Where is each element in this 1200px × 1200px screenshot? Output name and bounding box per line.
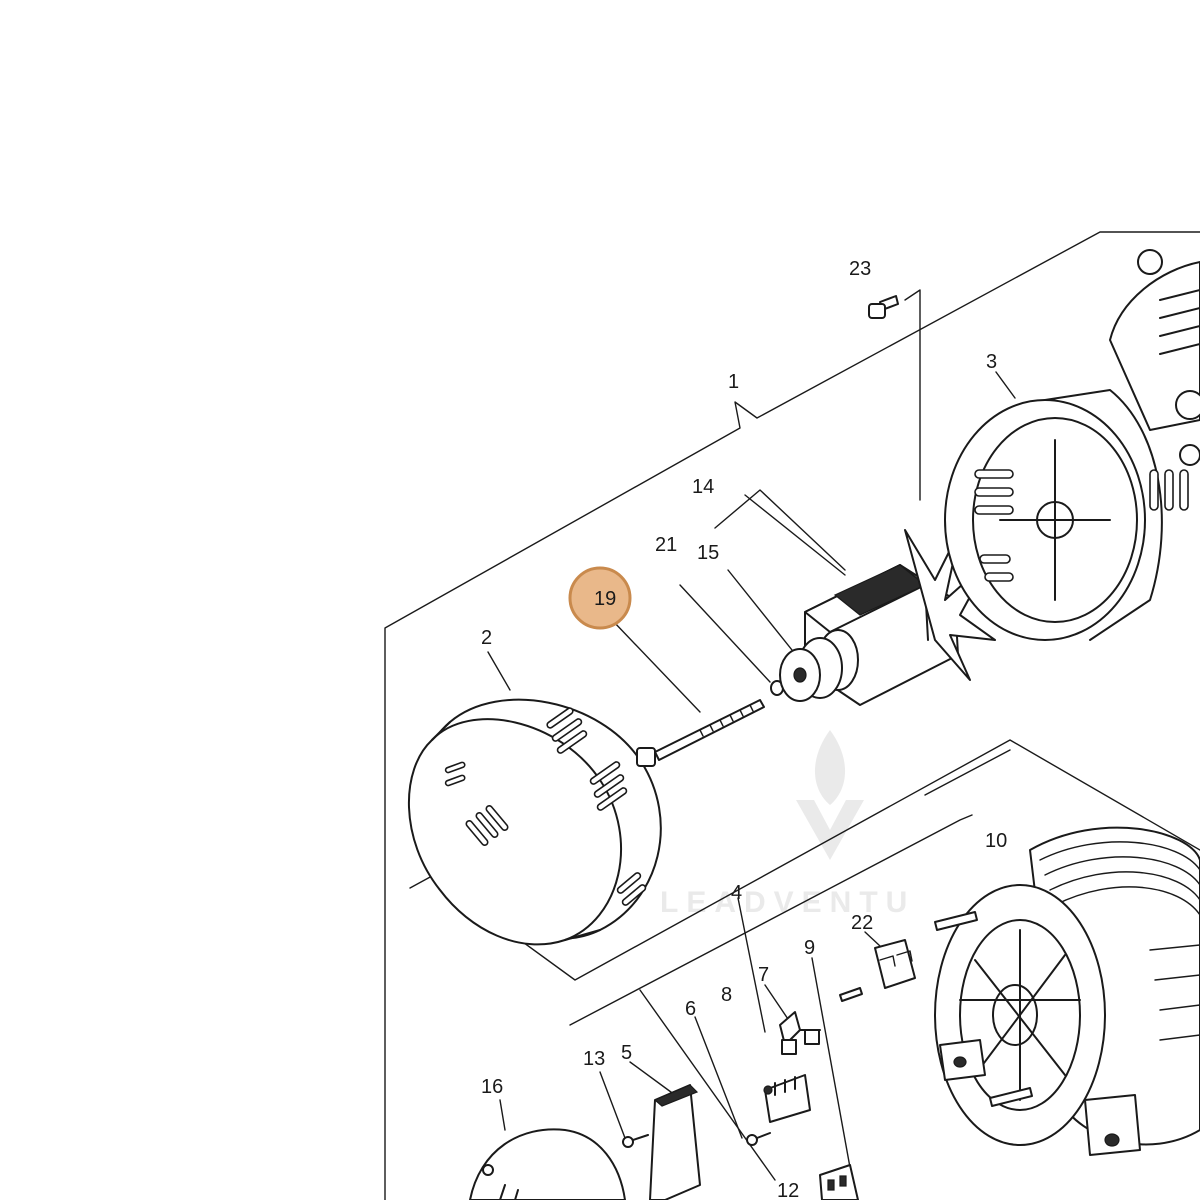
callout-1[interactable]: 1 [728,371,739,393]
part-23-bolt [868,295,899,319]
callout-21[interactable]: 21 [655,534,677,556]
part-5-capacitor [649,1084,701,1200]
callout-2[interactable]: 2 [481,627,492,649]
cover-slots [444,707,647,906]
callout-9[interactable]: 9 [804,937,815,959]
part-2-cover-band [408,698,662,946]
part-15-pulley [779,629,859,702]
bracket-slots [974,469,1189,582]
callout-3[interactable]: 3 [986,351,997,373]
part-3-end-bracket [944,389,1189,641]
callout-19[interactable]: 19 [594,588,616,610]
assembly-brackets [384,231,1200,1200]
part-8-heat-sink [763,1074,811,1123]
part-7-brush-holder [779,1011,821,1055]
callout-14[interactable]: 14 [692,476,714,498]
callout-7[interactable]: 7 [758,964,769,986]
callout-8[interactable]: 8 [721,984,732,1006]
stator-ribs [1039,841,1200,1041]
callout-4[interactable]: 4 [731,882,742,904]
callout-22[interactable]: 22 [851,912,873,934]
leader-lines [487,371,1016,1196]
part-10-stator [934,826,1200,1156]
part-19-through-bolt [636,699,765,767]
callout-12[interactable]: 12 [777,1180,799,1200]
watermark-text: LEADVENTU [660,886,915,919]
callout-5[interactable]: 5 [621,1042,632,1064]
engine-housing-partial [1109,249,1200,466]
small-screws [622,1132,771,1148]
callout-labels: 1 2 3 4 5 6 7 8 9 10 12 13 14 15 16 19 2… [481,258,1007,1200]
callout-16[interactable]: 16 [481,1076,503,1098]
callout-15[interactable]: 15 [697,542,719,564]
watermark-logo: LEADVENTU [660,730,915,919]
callout-19-highlight[interactable] [568,566,632,630]
part-16-rear-cover [469,1128,626,1200]
part-12-terminal [819,1164,859,1200]
callout-23[interactable]: 23 [849,258,871,280]
callout-10[interactable]: 10 [985,830,1007,852]
callout-6[interactable]: 6 [685,998,696,1020]
callout-13[interactable]: 13 [583,1048,605,1070]
part-22-rectifier [839,939,916,1002]
